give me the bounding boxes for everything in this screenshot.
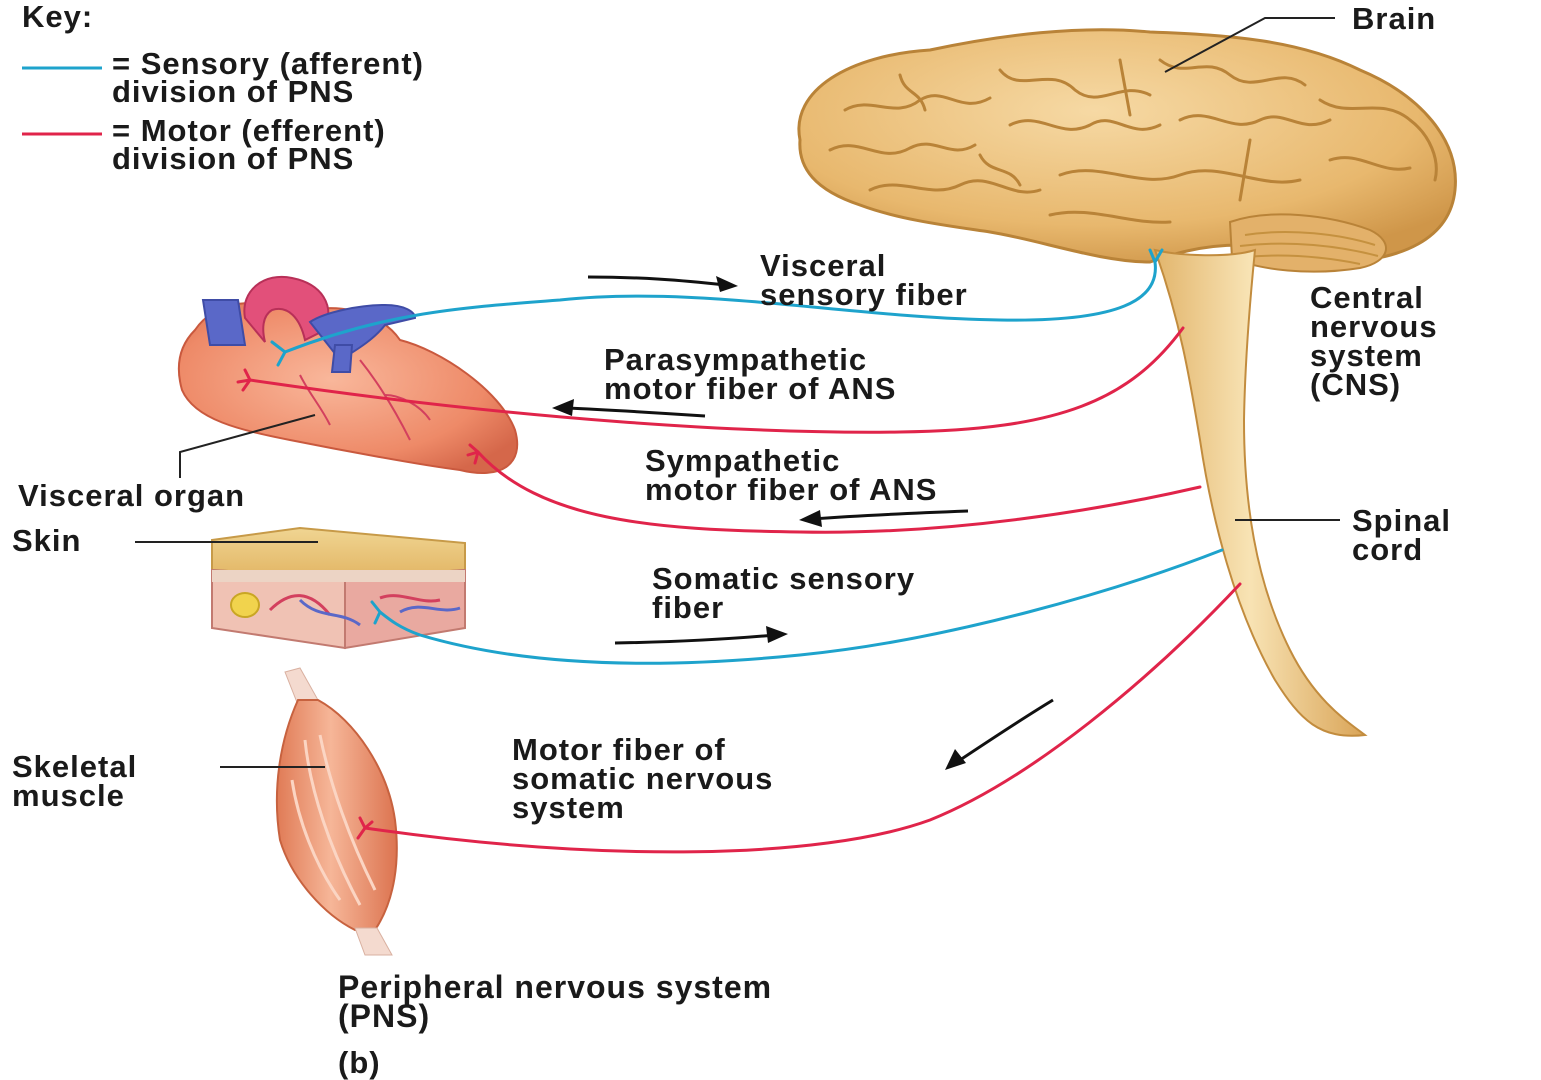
epidermis-layer	[212, 570, 465, 582]
panel-label: (b)	[338, 1048, 381, 1077]
brain-label: Brain	[1352, 4, 1436, 33]
arrowhead-parasympathetic	[552, 399, 574, 416]
visceral-sensory-fiber	[285, 262, 1155, 352]
somatic-motor-label: Motor fiber of somatic nervous system	[512, 735, 773, 822]
pns-label: Peripheral nervous system (PNS)	[338, 973, 772, 1031]
brain-illustration	[799, 30, 1456, 272]
key-motor-label: = Motor (efferent) division of PNS	[112, 117, 386, 173]
key-title: Key:	[22, 2, 93, 31]
arrowhead-visceral-sensory	[716, 276, 738, 292]
arrow-sympathetic	[812, 511, 968, 519]
arrowhead-somatic-sensory	[766, 626, 788, 643]
spinal-cord-label: Spinal cord	[1352, 506, 1451, 564]
visceral-sensory-label: Visceral sensory fiber	[760, 251, 968, 309]
vena-cava	[203, 300, 245, 345]
skin-illustration	[212, 528, 465, 648]
muscle-illustration	[277, 668, 397, 955]
muscle-lower-tendon	[355, 928, 392, 955]
heart-illustration	[179, 277, 517, 473]
arrow-visceral-sensory	[588, 277, 725, 285]
cns-label: Central nervous system (CNS)	[1310, 283, 1438, 399]
arrowhead-sympathetic	[799, 510, 822, 527]
visceral-organ-label: Visceral organ	[18, 481, 245, 510]
arrowhead-somatic-motor	[945, 749, 966, 770]
parasympathetic-label: Parasympathetic motor fiber of ANS	[604, 345, 896, 403]
arrow-somatic-sensory	[615, 635, 775, 643]
sympathetic-label: Sympathetic motor fiber of ANS	[645, 446, 937, 504]
arrow-parasympathetic	[565, 408, 705, 416]
somatic-sensory-label: Somatic sensory fiber	[652, 564, 915, 622]
pulmonary-vein	[332, 345, 352, 372]
skin-gland	[231, 593, 259, 617]
key-sensory-label: = Sensory (afferent) division of PNS	[112, 50, 424, 106]
skin-label: Skin	[12, 526, 81, 555]
arrow-somatic-motor	[957, 700, 1053, 762]
somatic-motor-fiber	[365, 584, 1240, 852]
skeletal-muscle-label: Skeletal muscle	[12, 752, 137, 810]
